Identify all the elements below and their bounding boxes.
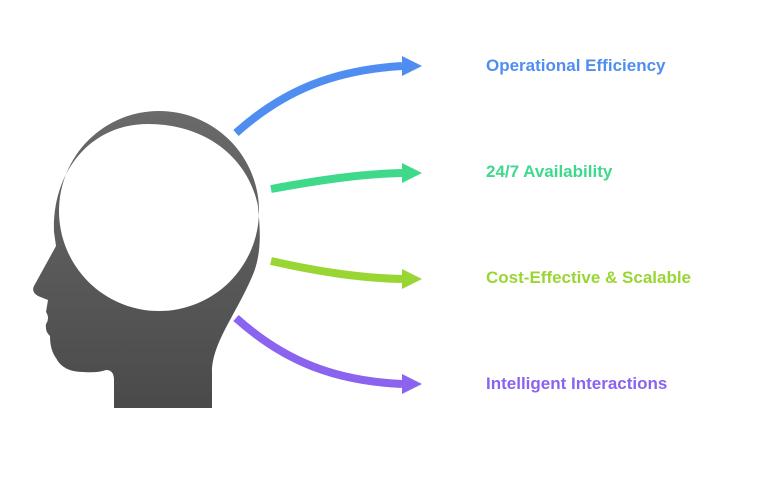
benefit-label-intelligent-interactions: Intelligent Interactions — [486, 374, 668, 393]
arrows-group — [233, 56, 422, 394]
arrow-cost-effective-scalable — [270, 257, 403, 283]
head-silhouette-icon — [33, 111, 260, 408]
arrow-head-operational-efficiency — [402, 56, 422, 76]
arrow-head-24-7-availability — [402, 163, 422, 183]
arrow-24-7-availability — [270, 169, 403, 193]
arrow-head-cost-effective-scalable — [402, 269, 422, 289]
arrow-operational-efficiency — [233, 62, 403, 136]
arrow-head-intelligent-interactions — [402, 374, 422, 394]
benefit-label-cost-effective-scalable: Cost-Effective & Scalable — [486, 268, 692, 287]
benefit-label-operational-efficiency: Operational Efficiency — [486, 56, 666, 75]
benefit-label-24-7-availability: 24/7 Availability — [486, 162, 613, 181]
arrow-intelligent-interactions — [233, 315, 403, 388]
